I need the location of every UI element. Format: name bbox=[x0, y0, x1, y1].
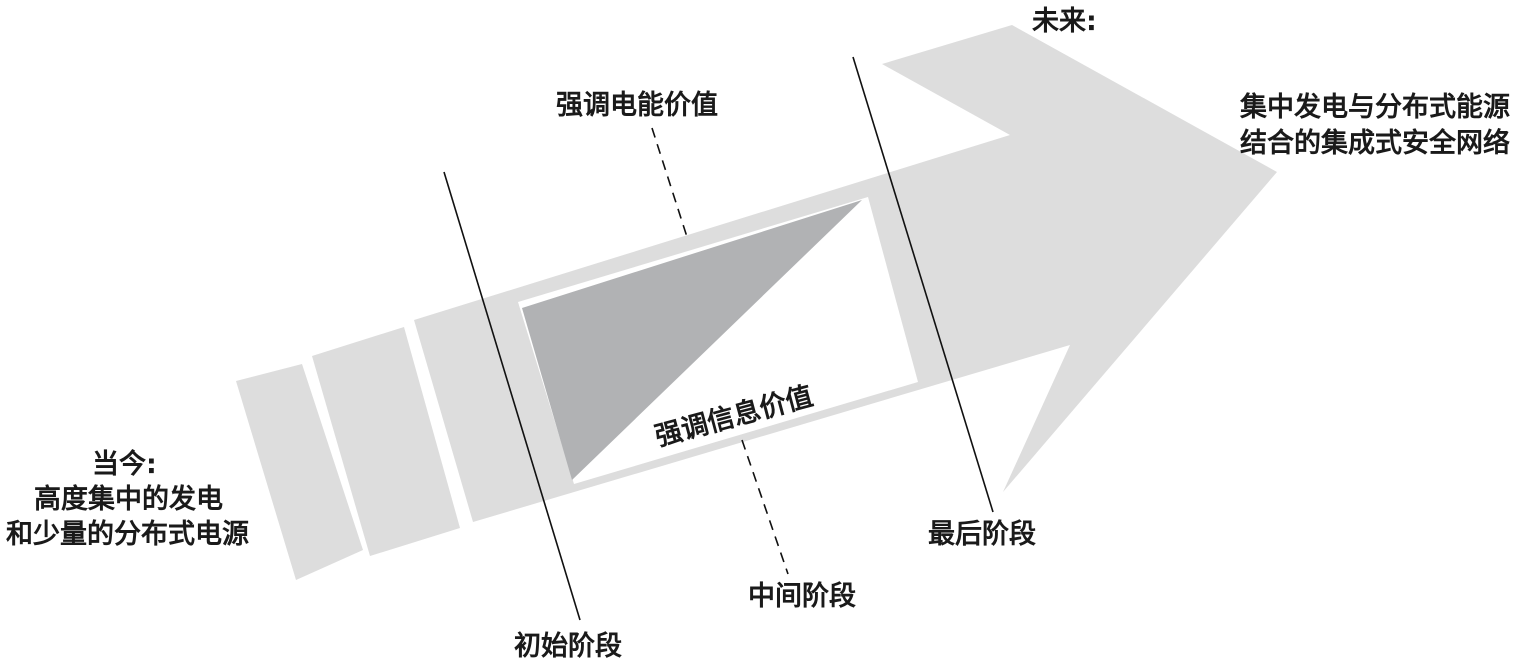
current-description-line1: 高度集中的发电 bbox=[34, 483, 223, 515]
future-description-line2: 结合的集成式安全网络 bbox=[1240, 127, 1510, 159]
middle-stage-leader bbox=[741, 439, 789, 575]
final-stage-line bbox=[852, 56, 994, 513]
electric-value-wedge bbox=[522, 200, 862, 480]
current-title: 当今: bbox=[92, 448, 157, 480]
initial-stage-line bbox=[443, 171, 581, 621]
arrow-tail-block-2 bbox=[312, 327, 460, 556]
future-description-line1: 集中发电与分布式能源 bbox=[1239, 91, 1510, 123]
electric-value-leader bbox=[651, 127, 689, 241]
arrow-tail-block-1 bbox=[236, 364, 363, 580]
middle-stage-label: 中间阶段 bbox=[748, 581, 856, 612]
future-title: 未来: bbox=[1032, 6, 1097, 37]
final-stage-label: 最后阶段 bbox=[928, 519, 1036, 550]
electric-value-label: 强调电能价值 bbox=[556, 89, 718, 121]
initial-stage-label: 初始阶段 bbox=[514, 630, 622, 662]
current-description-line2: 和少量的分布式电源 bbox=[6, 518, 249, 550]
